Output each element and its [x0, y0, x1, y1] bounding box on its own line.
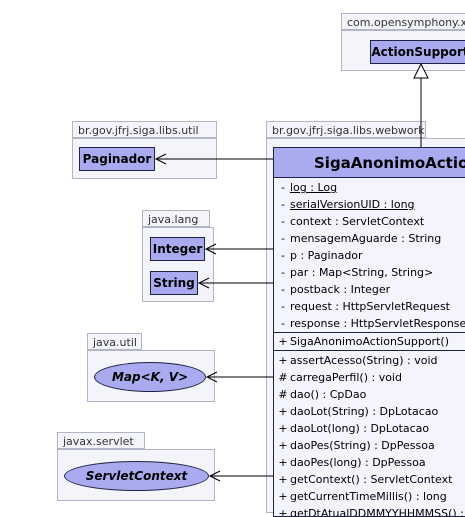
operation-row: +getCurrentTimeMillis() : long	[274, 488, 465, 505]
visibility-marker: +	[278, 507, 288, 517]
class-integer[interactable]: Integer	[150, 237, 205, 261]
operation-row: +assertAcesso(String) : void	[274, 352, 465, 369]
attribute-text: mensagemAguarde : String	[290, 232, 442, 245]
visibility-marker: +	[278, 335, 288, 348]
operation-text: getCurrentTimeMillis() : long	[290, 490, 447, 503]
attribute-text: request : HttpServletRequest	[290, 300, 450, 313]
operation-text: assertAcesso(String) : void	[290, 354, 438, 367]
visibility-marker: #	[278, 371, 288, 384]
visibility-marker: +	[278, 473, 288, 486]
attribute-row: -response : HttpServletResponse	[274, 315, 465, 332]
attribute-row: -p : Paginador	[274, 247, 465, 264]
attribute-text: context : ServletContext	[290, 215, 425, 228]
operation-text: getDtAtualDDMMYYHHMMSS() : String	[290, 507, 465, 517]
visibility-marker: -	[281, 317, 285, 330]
attribute-row: -request : HttpServletRequest	[274, 298, 465, 315]
arrowhead-paginador	[154, 153, 167, 165]
visibility-marker: #	[278, 388, 288, 401]
interface-map[interactable]: Map<K, V>	[94, 362, 206, 392]
visibility-marker: -	[281, 266, 285, 279]
operation-row: +getDtAtualDDMMYYHHMMSS() : String	[274, 505, 465, 517]
operation-row: +daoPes(String) : DpPessoa	[274, 437, 465, 454]
visibility-marker: +	[278, 456, 288, 469]
operation-text: daoPes(String) : DpPessoa	[290, 439, 435, 452]
visibility-marker: +	[278, 405, 288, 418]
arrowhead-integer	[204, 243, 217, 255]
package-tab-webwork: br.gov.jfrj.siga.libs.webwork	[266, 121, 426, 138]
visibility-marker: -	[281, 232, 285, 245]
attribute-row: -serialVersionUID : long	[274, 196, 465, 213]
visibility-marker: +	[278, 354, 288, 367]
constructor-text: SigaAnonimoActionSupport()	[290, 335, 449, 348]
attributes-section: -log : Log -serialVersionUID : long -con…	[274, 178, 465, 332]
package-tab-util: br.gov.jfrj.siga.libs.util	[72, 121, 217, 138]
package-tab-servlet: javax.servlet	[57, 432, 145, 449]
operation-text: daoLot(String) : DpLotacao	[290, 405, 439, 418]
attribute-row: -log : Log	[274, 179, 465, 196]
attribute-text: log : Log	[290, 181, 338, 194]
attribute-text: response : HttpServletResponse	[290, 317, 465, 330]
visibility-marker: -	[281, 181, 285, 194]
operation-row: +daoPes(long) : DpPessoa	[274, 454, 465, 471]
visibility-marker: -	[281, 283, 285, 296]
attribute-text: serialVersionUID : long	[290, 198, 415, 211]
attribute-text: p : Paginador	[290, 249, 363, 262]
operation-row: +daoLot(long) : DpLotacao	[274, 420, 465, 437]
attribute-row: -postback : Integer	[274, 281, 465, 298]
interface-servletcontext[interactable]: ServletContext	[64, 461, 209, 491]
generalization-arrowhead	[413, 62, 429, 79]
attribute-row: -mensagemAguarde : String	[274, 230, 465, 247]
visibility-marker: -	[281, 198, 285, 211]
operation-row: #dao() : CpDao	[274, 386, 465, 403]
attribute-row: -par : Map<String, String>	[274, 264, 465, 281]
attribute-text: postback : Integer	[290, 283, 391, 296]
attribute-text: par : Map<String, String>	[290, 266, 434, 279]
arrowhead-servletcontext	[208, 470, 221, 482]
class-sigaanonimoaction[interactable]: SigaAnonimoAction -log : Log -serialVers…	[273, 147, 465, 517]
operation-text: carregaPerfil() : void	[290, 371, 402, 384]
operation-text: getContext() : ServletContext	[290, 473, 453, 486]
operations-section: +assertAcesso(String) : void #carregaPer…	[274, 350, 465, 517]
arrowhead-map	[205, 371, 218, 383]
operation-text: daoLot(long) : DpLotacao	[290, 422, 430, 435]
operation-row: +daoLot(String) : DpLotacao	[274, 403, 465, 420]
package-tab-opensymphony: com.opensymphony.x	[341, 13, 465, 30]
visibility-marker: +	[278, 490, 288, 503]
package-tab-lang: java.lang	[142, 210, 210, 227]
operation-row: #carregaPerfil() : void	[274, 369, 465, 386]
package-tab-javautil: java.util	[87, 333, 142, 350]
visibility-marker: -	[281, 249, 285, 262]
operation-row: +getContext() : ServletContext	[274, 471, 465, 488]
visibility-marker: +	[278, 422, 288, 435]
arrowhead-string	[197, 277, 210, 289]
constructor-row: +SigaAnonimoActionSupport()	[274, 333, 465, 350]
class-actionsupport[interactable]: ActionSupport	[370, 40, 465, 64]
constructors-section: +SigaAnonimoActionSupport()	[274, 332, 465, 350]
attribute-row: -context : ServletContext	[274, 213, 465, 230]
operation-text: daoPes(long) : DpPessoa	[290, 456, 426, 469]
class-paginador[interactable]: Paginador	[79, 147, 155, 171]
class-string[interactable]: String	[150, 271, 198, 295]
class-title: SigaAnonimoAction	[274, 148, 465, 178]
visibility-marker: -	[281, 300, 285, 313]
visibility-marker: -	[281, 215, 285, 228]
visibility-marker: +	[278, 439, 288, 452]
connector-lines	[154, 62, 429, 482]
operation-text: dao() : CpDao	[290, 388, 367, 401]
